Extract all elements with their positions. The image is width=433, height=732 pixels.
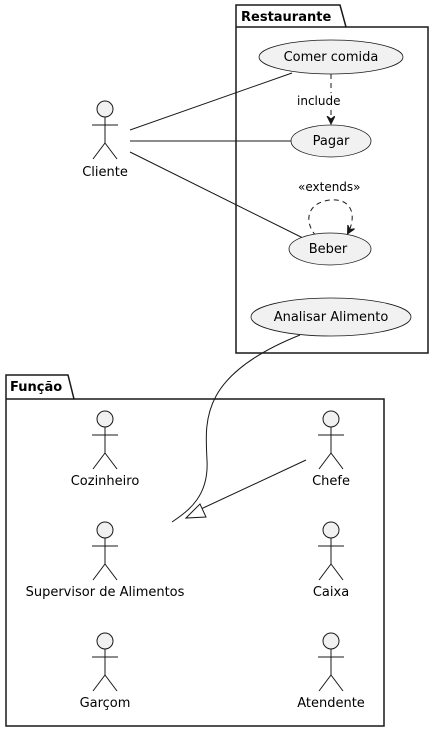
actor-caixa[interactable]: Caixa <box>313 521 349 600</box>
actor-supervisor-de-alimentos[interactable]: Supervisor de Alimentos <box>26 521 185 600</box>
usecase-label-beber: Beber <box>309 242 348 257</box>
usecase-comer-comida[interactable]: Comer comida <box>258 39 404 75</box>
usecase-pagar[interactable]: Pagar <box>290 124 372 158</box>
package-title-funcao: Função <box>10 380 62 395</box>
actor-figure-icon <box>96 100 114 118</box>
actor-label-garcom: Garçom <box>80 696 131 711</box>
actor-garcom[interactable]: Garçom <box>80 632 131 711</box>
include-relation: include <box>296 74 346 123</box>
usecase-label-analisar: Analisar Alimento <box>274 310 389 325</box>
actor-label-cozinheiro: Cozinheiro <box>71 474 140 489</box>
usecase-analisar-alimento[interactable]: Analisar Alimento <box>250 297 412 337</box>
actor-figure-icon <box>96 521 114 539</box>
actor-label-atendente: Atendente <box>297 696 365 711</box>
include-label: include <box>297 94 340 108</box>
assoc-cliente-beber <box>129 151 308 241</box>
actor-label-supervisor: Supervisor de Alimentos <box>26 585 185 600</box>
package-funcao: Função <box>5 374 385 727</box>
package-restaurante: Restaurante <box>235 4 429 354</box>
actor-label-caixa: Caixa <box>313 585 349 600</box>
actor-figure-icon <box>96 632 114 650</box>
assoc-analisar-supervisor <box>171 334 301 523</box>
usecase-beber[interactable]: Beber <box>288 232 372 266</box>
extends-relation: «extends» <box>298 180 361 237</box>
actor-label-cliente: Cliente <box>82 165 128 180</box>
usecase-label-comer: Comer comida <box>284 50 379 65</box>
usecase-label-pagar: Pagar <box>313 134 350 149</box>
actor-chefe[interactable]: Chefe <box>312 410 350 489</box>
actor-figure-icon <box>322 410 340 428</box>
actor-figure-icon <box>96 410 114 428</box>
actor-figure-icon <box>322 632 340 650</box>
package-title-restaurante: Restaurante <box>241 10 331 25</box>
actor-cliente[interactable]: Cliente <box>82 100 128 180</box>
actor-figure-icon <box>322 521 340 539</box>
actor-atendente[interactable]: Atendente <box>297 632 365 711</box>
actor-cozinheiro[interactable]: Cozinheiro <box>71 410 140 489</box>
assoc-cliente-comer <box>129 72 293 131</box>
actor-label-chefe: Chefe <box>312 474 350 489</box>
associations-cliente <box>129 72 308 241</box>
generalization-chefe-supervisor <box>184 459 307 519</box>
extends-label: «extends» <box>298 180 361 194</box>
